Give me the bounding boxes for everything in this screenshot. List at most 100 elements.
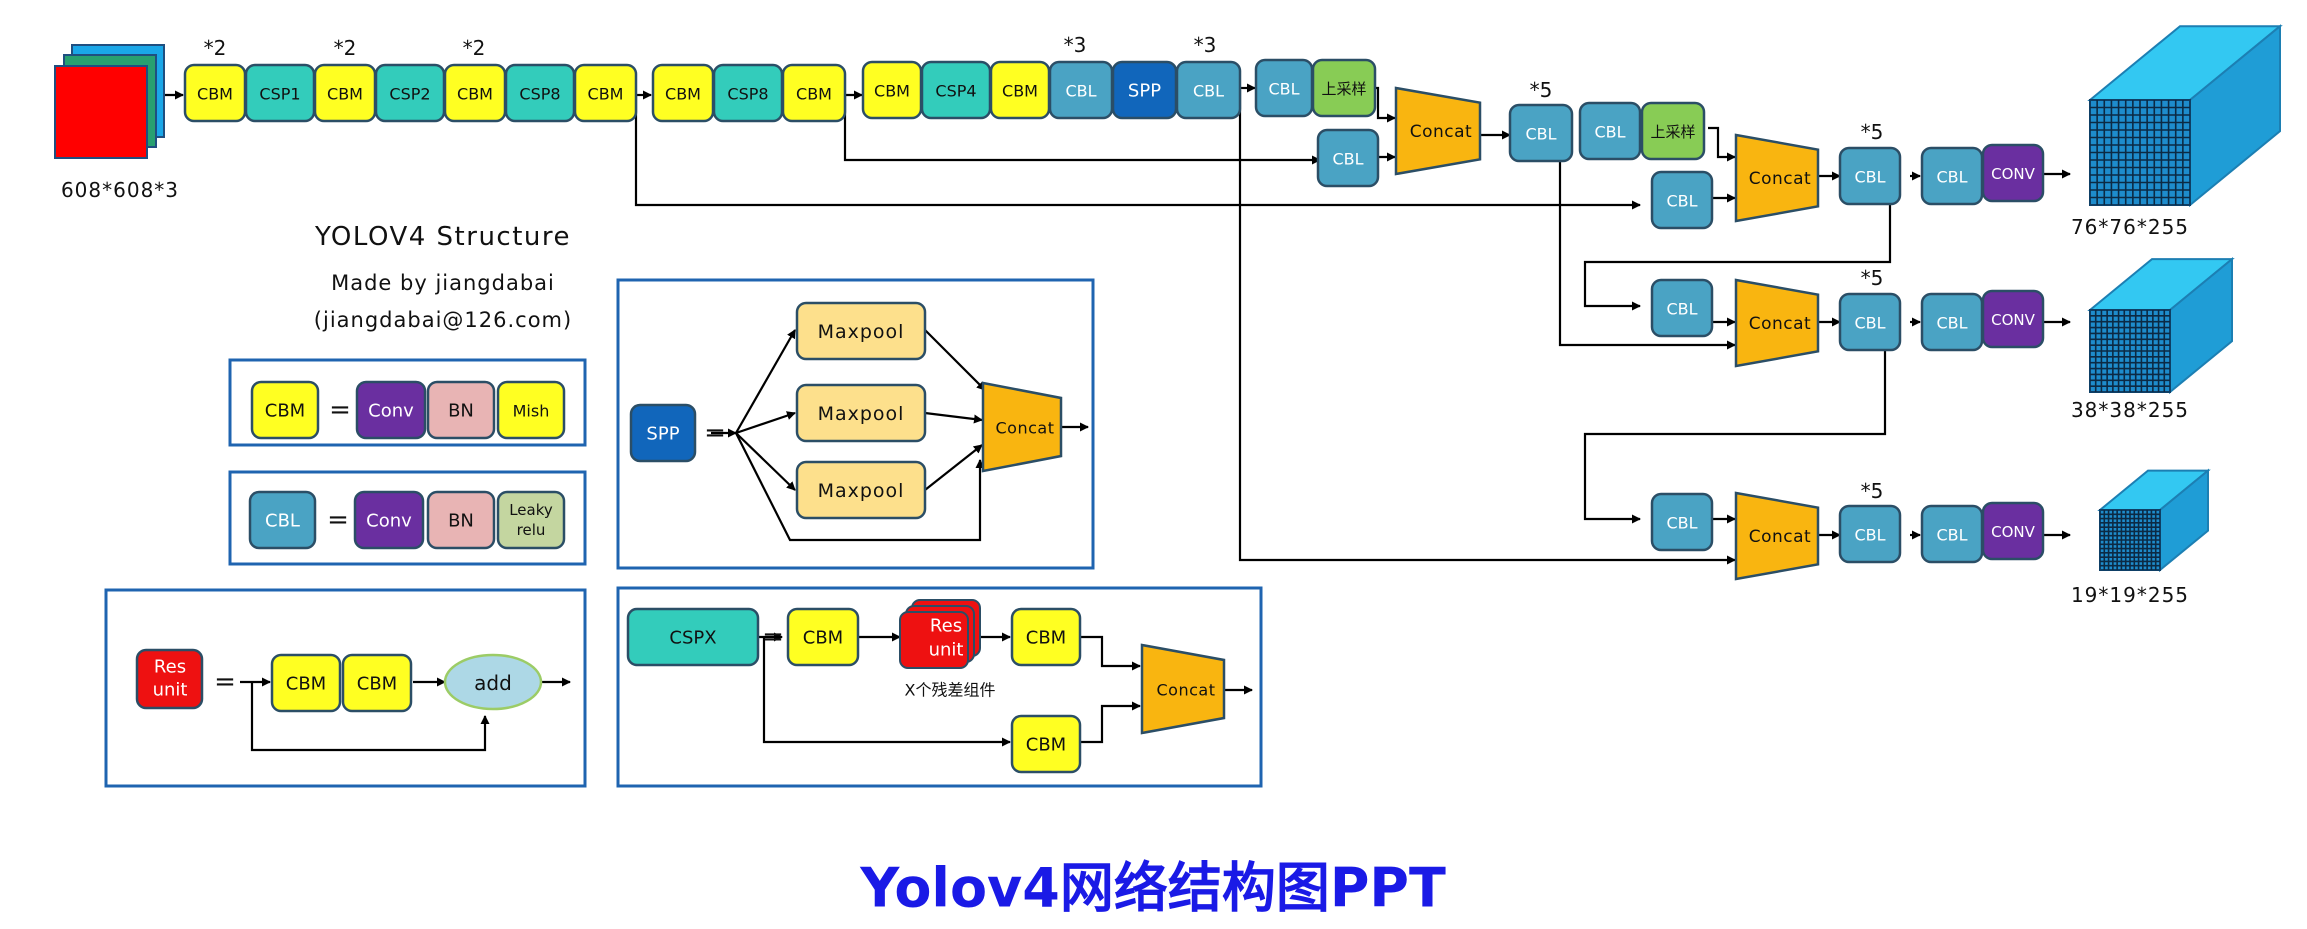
cbl-block-7: CBL — [1650, 170, 1714, 230]
legend-bn-block-2-label: BN — [448, 511, 474, 532]
legend-leaky-block: Leaky relu — [496, 490, 566, 550]
cbm-block-2: CBM — [313, 63, 377, 123]
concat-block-2-label: Concat — [1749, 169, 1811, 189]
legend-res-label-1: Res — [154, 657, 186, 678]
cbl-block-1: CBL — [1048, 60, 1114, 120]
output-label-38: 38*38*255 — [2071, 398, 2189, 422]
legend-eq-5: = — [762, 622, 784, 652]
cbl-block-5: CBL — [1508, 103, 1574, 163]
legend-cbl-block: CBL — [248, 490, 317, 550]
csp8-block-2-label: CSP8 — [727, 85, 768, 104]
res-cbm-block-1-label: CBM — [286, 674, 326, 695]
mult-label-8: *5 — [1861, 266, 1884, 290]
cbl-block-8: CBL — [1838, 146, 1902, 206]
spp-block-label: SPP — [1128, 81, 1161, 102]
cbl-block-12: CBL — [1920, 292, 1984, 352]
cspx-cbm-block-1: CBM — [786, 607, 860, 667]
mult-label-5: *3 — [1194, 33, 1217, 57]
csp8-block-1-label: CSP8 — [519, 85, 560, 104]
cbl-block-14: CBL — [1838, 504, 1902, 564]
cbm-block-6: CBM — [781, 63, 847, 123]
legend-bn-block-2: BN — [426, 490, 496, 550]
cbl-block-11-label: CBL — [1854, 314, 1885, 333]
cbm-block-8: CBM — [989, 60, 1051, 120]
cbl-block-9-label: CBL — [1936, 168, 1967, 187]
csp2-block: CSP2 — [374, 63, 446, 123]
csp8-block-2: CSP8 — [712, 63, 784, 123]
arrow-maxpool-concat-1 — [924, 329, 986, 391]
email-label: (jiangdabai@126.com) — [314, 308, 572, 332]
legend-res-label-2: unit — [153, 680, 188, 701]
upsample-block-1-label: 上采样 — [1321, 80, 1366, 98]
legend-eq-2: = — [327, 505, 349, 535]
legend-cbl-block-label: CBL — [265, 511, 300, 532]
cbm-block-1-label: CBM — [197, 85, 233, 104]
legend-leaky-label-2: relu — [517, 521, 546, 539]
arrow-cbm-concat-2 — [1080, 701, 1141, 744]
cbm-block-3: CBM — [443, 63, 507, 123]
maxpool-block-2: Maxpool — [795, 383, 927, 443]
mult-label-2: *2 — [334, 36, 357, 60]
arrow-cbm-concat — [1080, 635, 1141, 671]
legend-cbl-frame — [228, 470, 587, 566]
res-cbm-block-2: CBM — [341, 653, 413, 713]
mult-label-9: *5 — [1861, 479, 1884, 503]
cspx-res-label-1: Res — [930, 616, 962, 637]
csp2-block-label: CSP2 — [389, 85, 430, 104]
legend-cbm-block-label: CBM — [265, 401, 305, 422]
mult-label-4: *3 — [1064, 33, 1087, 57]
cbl-block-2-label: CBL — [1193, 82, 1224, 101]
cbm-block-4: CBM — [573, 63, 638, 123]
footer-title: Yolov4网络结构图PPT — [859, 857, 1446, 920]
route-down-38 — [1583, 176, 1892, 311]
output-cube-76 — [2087, 24, 2283, 208]
arrow-res-skip — [250, 682, 490, 752]
maxpool-block-3-label: Maxpool — [818, 480, 905, 502]
legend-leaky-label-1: Leaky — [509, 501, 553, 519]
conv-block-3: CONV — [1981, 501, 2045, 561]
mult-label-3: *2 — [463, 36, 486, 60]
cbm-block-4-label: CBM — [588, 85, 624, 104]
legend-spp-block-label: SPP — [646, 424, 679, 445]
cspx-cbm-block-2-label: CBM — [1026, 628, 1066, 649]
cbl-block-3: CBL — [1254, 58, 1314, 118]
cbl-block-3-label: CBL — [1268, 80, 1299, 99]
upsample-block-1: 上采样 — [1311, 58, 1377, 118]
output-cube-38 — [2087, 257, 2235, 395]
mult-label-1: *2 — [204, 36, 227, 60]
cbl-block-14-label: CBL — [1854, 526, 1885, 545]
add-label: add — [474, 671, 512, 695]
res-note-label: X个残差组件 — [905, 681, 996, 700]
concat-block-2: Concat — [1734, 133, 1820, 223]
route-pan-38 — [1558, 130, 1736, 350]
arrow-maxpool-concat-2 — [924, 411, 983, 424]
legend-eq-3: = — [704, 418, 726, 448]
legend-cspx-block-label: CSPX — [669, 628, 716, 649]
conv-block-2: CONV — [1981, 289, 2045, 349]
conv-block-1: CONV — [1981, 143, 2045, 203]
cbl-block-6-label: CBL — [1594, 123, 1625, 142]
cspx-cbm-block-3-label: CBM — [1026, 735, 1066, 756]
cbl-block-13-label: CBL — [1666, 514, 1697, 533]
author-label: Made by jiangdabai — [331, 271, 555, 295]
maxpool-block-1: Maxpool — [795, 301, 927, 361]
legend-cspx-concat: Concat — [1140, 643, 1226, 735]
cspx-cbm-block-2: CBM — [1010, 607, 1082, 667]
cspx-cbm-block-1-label: CBM — [803, 628, 843, 649]
add-node: add — [443, 653, 543, 711]
mult-label-6: *5 — [1530, 78, 1553, 102]
maxpool-block-2-label: Maxpool — [818, 403, 905, 425]
cbl-block-7-label: CBL — [1666, 192, 1697, 211]
cbl-block-5-label: CBL — [1525, 125, 1556, 144]
legend-mish-block: Mish — [496, 380, 566, 440]
cspx-cbm-block-3: CBM — [1010, 714, 1082, 774]
cbl-block-8-label: CBL — [1854, 168, 1885, 187]
output-label-76: 76*76*255 — [2071, 215, 2189, 239]
upsample-block-2: 上采样 — [1640, 101, 1706, 161]
csp1-block-label: CSP1 — [259, 85, 300, 104]
conv-block-1-label: CONV — [1991, 165, 2036, 183]
